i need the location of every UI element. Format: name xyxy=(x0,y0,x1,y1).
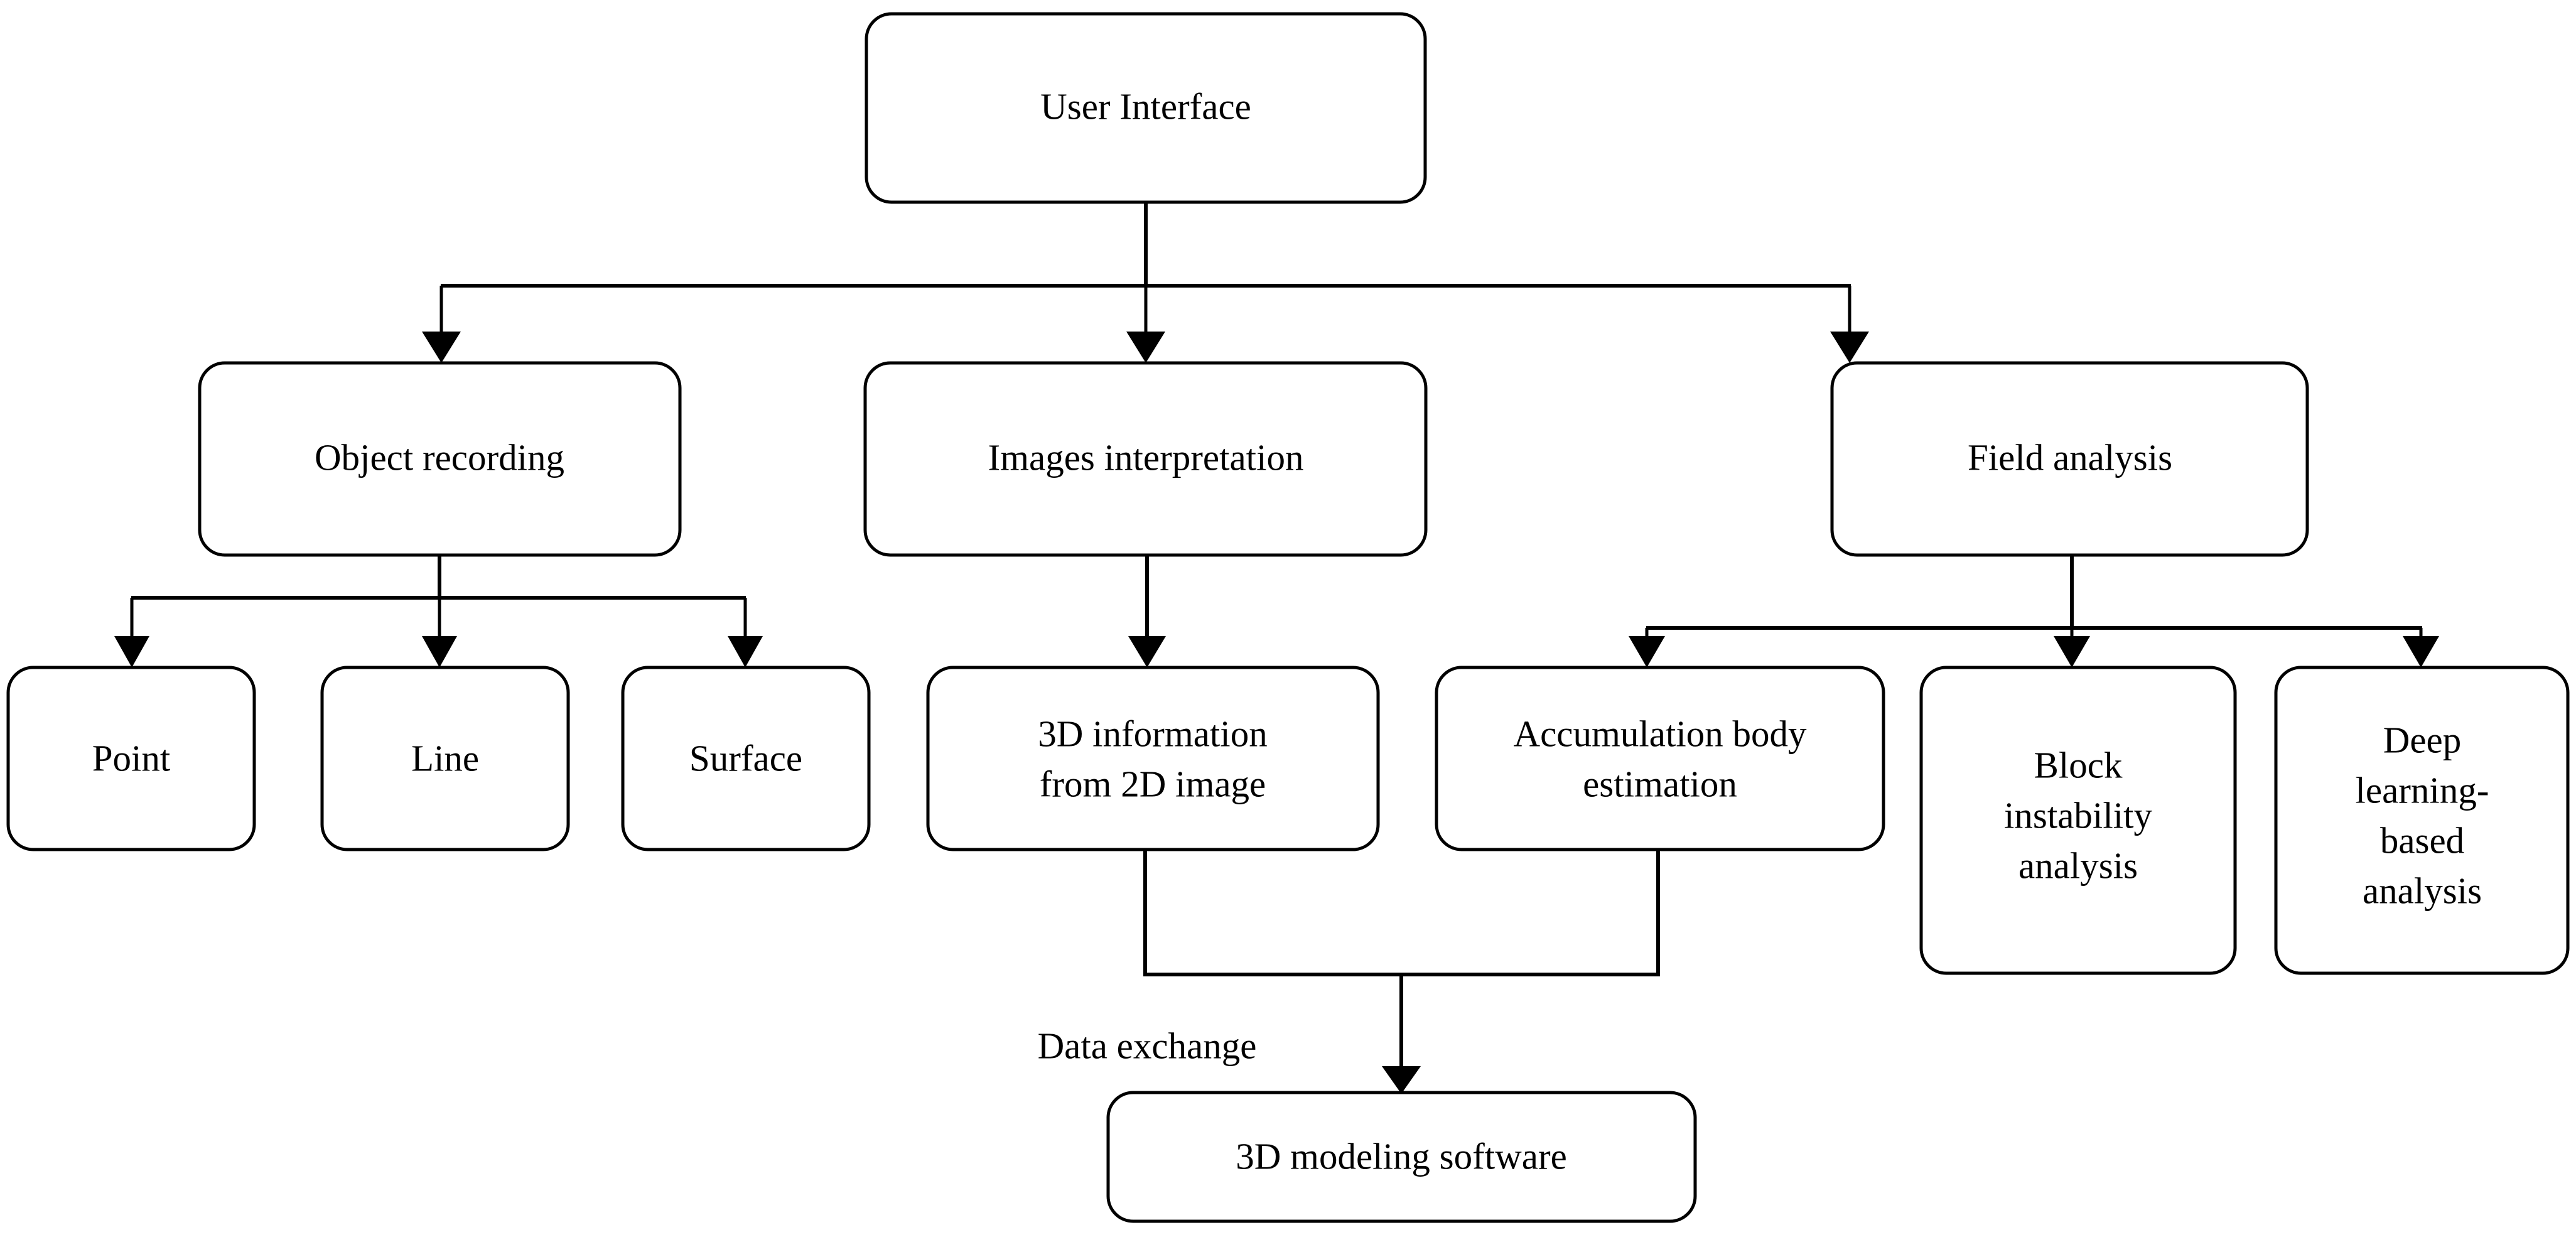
node-label-3d-information-line2: from 2D image xyxy=(1040,764,1266,805)
node-label-deep-learning-line3: based xyxy=(2380,820,2464,861)
node-box-surface[interactable] xyxy=(621,666,871,851)
arrow-head-accumulation xyxy=(1629,636,1665,667)
node-label-accumulation-line2: estimation xyxy=(1583,764,1737,805)
arrow-head-object-recording xyxy=(422,332,461,363)
node-label-images-interpretation: Images interpretation xyxy=(988,437,1304,478)
node-label-user-interface: User Interface xyxy=(1040,86,1251,127)
node-box-point[interactable] xyxy=(6,666,256,851)
node-images-interpretation[interactable]: Images interpretation xyxy=(863,361,1428,557)
node-box-3d-information[interactable] xyxy=(926,666,1380,851)
arrow-head-3dinfo xyxy=(1128,636,1166,667)
node-3d-information-from-2d-image[interactable]: 3D information from 2D image xyxy=(926,666,1380,851)
node-deep-learning-based-analysis[interactable]: Deep learning- based analysis xyxy=(2274,666,2570,975)
arrow-head-point xyxy=(114,636,149,667)
node-box-accumulation-body[interactable] xyxy=(1435,666,1885,851)
node-3d-modeling-software[interactable]: 3D modeling software xyxy=(1106,1091,1697,1223)
node-label-modeling-software: 3D modeling software xyxy=(1236,1136,1567,1177)
node-label-object-recording: Object recording xyxy=(315,437,564,478)
arrow-head-deep-learning xyxy=(2403,636,2439,667)
arrow-head-modeling-software xyxy=(1382,1066,1421,1094)
node-label-3d-information-line1: 3D information xyxy=(1038,713,1267,755)
arrow-head-field-analysis xyxy=(1830,332,1869,363)
node-label-field-analysis: Field analysis xyxy=(1968,437,2172,478)
node-accumulation-body-estimation[interactable]: Accumulation body estimation xyxy=(1435,666,1885,851)
node-user-interface[interactable]: User Interface xyxy=(865,12,1427,204)
node-label-accumulation-line1: Accumulation body xyxy=(1514,713,1807,755)
node-label-block-instability-line3: analysis xyxy=(2018,845,2138,887)
node-line[interactable]: Line xyxy=(320,666,570,851)
node-label-deep-learning-line2: learning- xyxy=(2356,770,2489,811)
node-label-block-instability-line2: instability xyxy=(2004,795,2153,836)
node-box-object-recording[interactable] xyxy=(198,361,682,557)
edge-user-interface-fanout xyxy=(422,202,1869,363)
node-label-line: Line xyxy=(411,738,479,779)
node-label-surface: Surface xyxy=(689,738,802,779)
node-box-deep-learning[interactable] xyxy=(2274,666,2570,975)
node-label-block-instability-line1: Block xyxy=(2034,745,2123,786)
arrow-head-images-interpretation xyxy=(1126,332,1165,363)
edge-images-to-3dinfo xyxy=(1128,555,1166,667)
node-box-user-interface[interactable] xyxy=(865,12,1427,204)
node-label-point: Point xyxy=(92,738,171,779)
node-object-recording[interactable]: Object recording xyxy=(198,361,682,557)
node-box-field-analysis[interactable] xyxy=(1830,361,2309,557)
node-box-line[interactable] xyxy=(320,666,570,851)
node-label-deep-learning-line4: analysis xyxy=(2363,870,2482,912)
arrow-head-surface xyxy=(728,636,763,667)
edge-merge-to-modeling-software xyxy=(1143,850,1660,1094)
arrow-head-block-instability xyxy=(2054,636,2090,667)
node-field-analysis[interactable]: Field analysis xyxy=(1830,361,2309,557)
edge-object-recording-fanout xyxy=(114,555,763,667)
edge-label-data-exchange: Data exchange xyxy=(1038,1025,1257,1067)
node-box-modeling-software[interactable] xyxy=(1106,1091,1697,1223)
node-box-block-instability[interactable] xyxy=(1919,666,2237,975)
node-label-deep-learning-line1: Deep xyxy=(2383,720,2461,761)
arrow-head-line xyxy=(422,636,457,667)
node-point[interactable]: Point xyxy=(6,666,256,851)
node-box-images-interpretation[interactable] xyxy=(863,361,1428,557)
node-block-instability-analysis[interactable]: Block instability analysis xyxy=(1919,666,2237,975)
node-surface[interactable]: Surface xyxy=(621,666,871,851)
edge-field-analysis-fanout xyxy=(1629,555,2439,667)
